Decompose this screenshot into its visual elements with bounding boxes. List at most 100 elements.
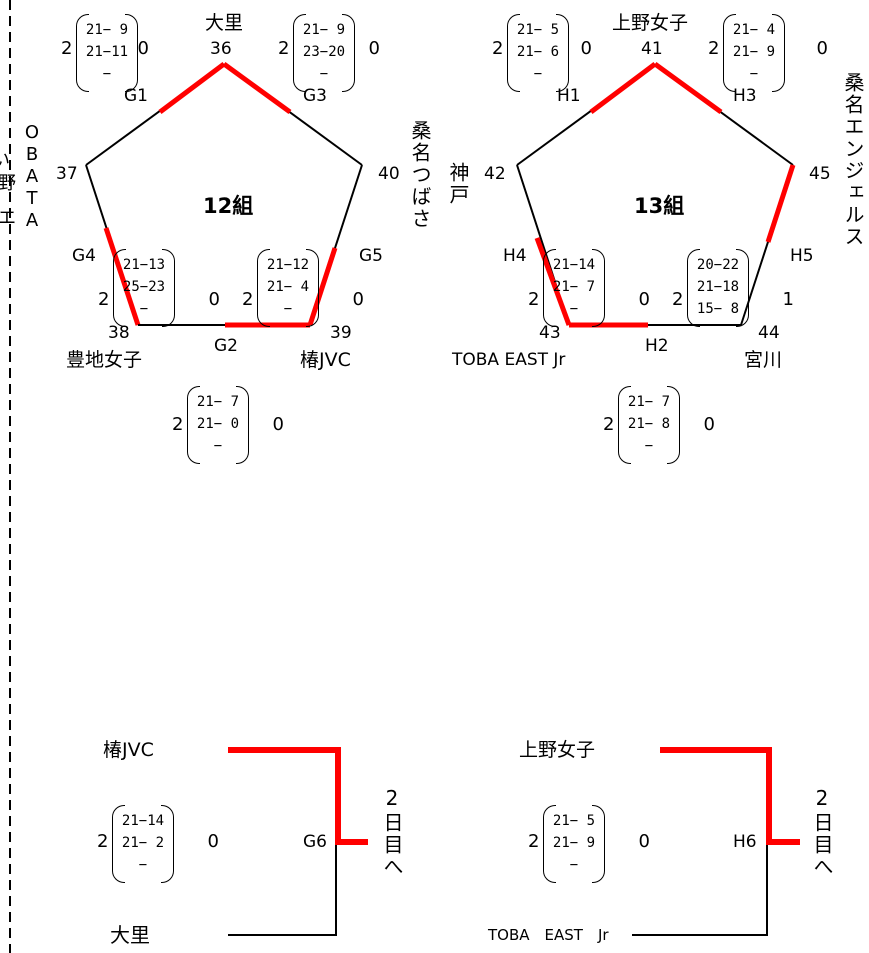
g13-match-h4-score: 2 21−14 21− 7 − 0 — [528, 249, 650, 327]
left-fragment-bottom: 野 — [0, 173, 16, 194]
h1-set-1: 21− 5 — [516, 22, 560, 38]
h1-set-2: 21− 6 — [516, 44, 560, 60]
h4-set-2: 21− 7 — [552, 279, 596, 295]
g12-team-left-letter: A — [25, 210, 39, 231]
h1-set-3: − — [533, 66, 543, 82]
g12-team-left-letter: T — [26, 188, 38, 209]
g12-team-right-no: 40 — [378, 164, 400, 184]
group12-pentagon — [85, 61, 363, 328]
group13-title: 13組 — [634, 194, 685, 218]
g5-set-3: − — [283, 301, 293, 317]
g12-match-g2-label: G2 — [214, 336, 238, 356]
g1-set-2: 21−11 — [85, 44, 129, 60]
h4-win: 2 — [528, 289, 540, 310]
g12-match-g3-label: G3 — [303, 86, 327, 106]
bracket13-loser-path — [632, 845, 768, 936]
g2-set-bracket: 21− 7 21− 0 − — [187, 386, 249, 464]
g12-match-g2-score: 2 21− 7 21− 0 − 0 — [172, 386, 294, 464]
bracket12-match-score: 2 21−14 21− 2 − 0 — [97, 805, 219, 883]
bracket12-winner-path — [228, 747, 368, 845]
h3-win: 2 — [708, 38, 720, 59]
g13-edge-top-left-win — [589, 62, 657, 114]
g12-match-g4-label: G4 — [72, 246, 96, 266]
g2-win: 2 — [172, 414, 184, 435]
g6-win: 2 — [97, 831, 109, 852]
left-fragment-bottom2: エ — [0, 208, 16, 229]
g12-team-br-name: 椿JVC — [300, 349, 351, 371]
g12-match-g5-score: 2 21−12 21− 4 − 0 — [242, 249, 364, 327]
g13-match-h3-score: 2 21− 4 21− 9 − 0 — [708, 14, 828, 92]
g2-lose: 0 — [272, 414, 284, 435]
g12-team-left-letter: A — [25, 166, 39, 187]
g2-set-1: 21− 7 — [196, 394, 240, 410]
h2-set-2: 21− 8 — [627, 416, 671, 432]
g13-match-h1-label: H1 — [557, 86, 581, 106]
g6-set-3: − — [138, 857, 148, 873]
g13-team-bl-no: 43 — [539, 323, 561, 343]
g1-set-1: 21− 9 — [85, 22, 129, 38]
g13-match-h5-label: H5 — [790, 246, 814, 266]
g4-set-1: 21−13 — [122, 257, 166, 273]
g3-lose: 0 — [368, 38, 380, 59]
h2-set-1: 21− 7 — [627, 394, 671, 410]
g5-set-2: 21− 4 — [266, 279, 310, 295]
g4-lose: 0 — [208, 289, 220, 310]
g5-lose: 0 — [352, 289, 364, 310]
g3-set-3: − — [319, 66, 329, 82]
bracket12-match-label: G6 — [303, 832, 327, 852]
h5-win: 2 — [672, 289, 684, 310]
g12-team-bl-no: 38 — [108, 323, 130, 343]
g4-set-2: 25−23 — [122, 279, 166, 295]
g5-set-1: 21−12 — [266, 257, 310, 273]
h5-set-bracket: 20−22 21−18 15− 8 — [687, 249, 749, 327]
bracket12-lines — [228, 747, 368, 936]
g12-team-right-name: 桑名つばさ — [408, 120, 432, 230]
g13-match-h5-score: 2 20−22 21−18 15− 8 1 — [672, 249, 794, 327]
g4-set-bracket: 21−13 25−23 − — [113, 249, 175, 327]
g13-match-h4-label: H4 — [503, 246, 527, 266]
g13-team-br-name: 宮川 — [744, 349, 783, 371]
bracket13-next: 2日目へ — [810, 786, 834, 878]
g5-set-bracket: 21−12 21− 4 − — [257, 249, 319, 327]
h5-set-1: 20−22 — [696, 257, 740, 273]
g13-team-bl-name: TOBA EAST Jr — [452, 350, 566, 370]
g1-lose: 0 — [137, 38, 149, 59]
g12-edge-right-win — [307, 247, 338, 326]
h2-lose: 0 — [703, 414, 715, 435]
h6-lose: 0 — [638, 831, 650, 852]
g2-set-3: − — [213, 438, 223, 454]
h5-set-3: 15− 8 — [696, 301, 740, 317]
g13-team-right-name: 桑名エンジェルス — [841, 72, 865, 248]
bracket13-match-label: H6 — [733, 832, 757, 852]
h6-set-1: 21− 5 — [552, 813, 596, 829]
g13-team-left-name: 神戸 — [446, 162, 470, 206]
g1-win: 2 — [61, 38, 73, 59]
g12-match-g1-label: G1 — [124, 86, 148, 106]
g13-match-h2-label: H2 — [645, 336, 669, 356]
g12-team-top-no: 36 — [210, 39, 232, 59]
h2-set-bracket: 21− 7 21− 8 − — [618, 386, 680, 464]
h1-set-bracket: 21− 5 21− 6 − — [507, 14, 569, 92]
g3-set-bracket: 21− 9 23−20 − — [293, 14, 355, 92]
h6-set-bracket: 21− 5 21− 9 − — [543, 805, 605, 883]
bracket12-team-top: 椿JVC — [103, 739, 154, 761]
g13-match-h2-score: 2 21− 7 21− 8 − 0 — [603, 386, 725, 464]
bracket12-team-bottom: 大里 — [110, 923, 150, 947]
g12-edge-left-win — [103, 227, 141, 326]
group12-title: 12組 — [203, 194, 254, 218]
g3-win: 2 — [278, 38, 290, 59]
h1-lose: 0 — [580, 38, 592, 59]
g12-team-left-no: 37 — [56, 164, 78, 184]
h3-set-bracket: 21− 4 21− 9 − — [723, 14, 785, 92]
h4-set-3: − — [569, 301, 579, 317]
h5-set-2: 21−18 — [696, 279, 740, 295]
g13-team-br-no: 44 — [758, 323, 780, 343]
g12-team-left-letter: B — [25, 144, 39, 165]
h2-set-3: − — [644, 438, 654, 454]
bracket13-team-top: 上野女子 — [519, 739, 596, 761]
g13-edge-right-win — [765, 164, 796, 243]
h6-win: 2 — [528, 831, 540, 852]
